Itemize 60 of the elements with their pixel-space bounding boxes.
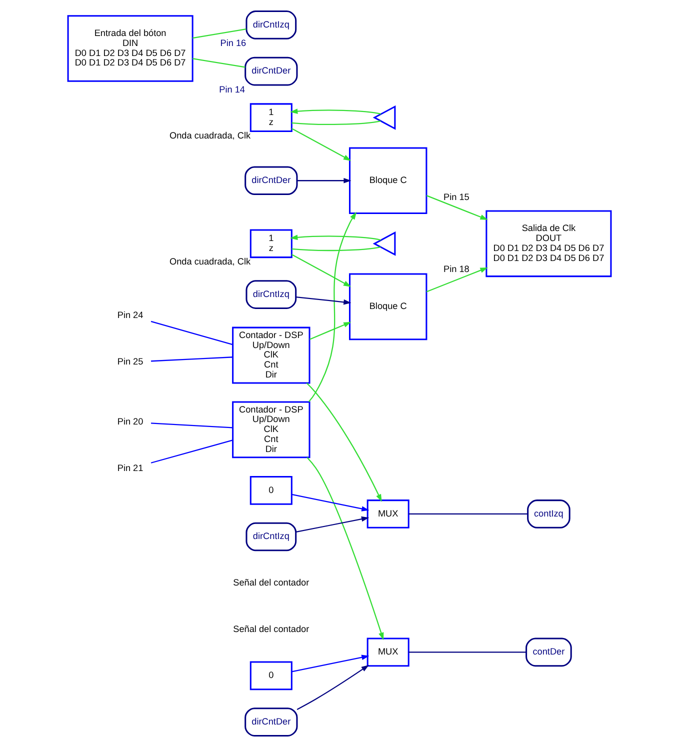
connector bbox=[150, 440, 232, 464]
arrow bbox=[290, 108, 380, 115]
node-box: MUX bbox=[366, 638, 409, 667]
node-box: dirCntIzq bbox=[245, 280, 296, 309]
node-triangle bbox=[372, 105, 396, 130]
arrow bbox=[308, 212, 356, 402]
node-box: Entrada del bóton DIN D0 D1 D2 D3 D4 D5 D6 D7 D0 D1 D2 D3 D4 D5 D6 D7 bbox=[66, 15, 193, 82]
arrow bbox=[308, 322, 351, 340]
node-box: Bloque C bbox=[348, 147, 427, 214]
connector bbox=[150, 422, 232, 428]
node-text: Pin 21 bbox=[116, 462, 143, 473]
connector bbox=[192, 28, 246, 39]
node-box: dirCntDer bbox=[244, 708, 298, 736]
node-triangle bbox=[372, 231, 396, 256]
node-box: Bloque C bbox=[348, 273, 427, 340]
connector bbox=[150, 356, 232, 362]
node-label: Pin 14 bbox=[218, 84, 244, 94]
arrow bbox=[426, 195, 488, 220]
arrow bbox=[306, 382, 382, 502]
connector bbox=[192, 58, 245, 68]
arrow bbox=[296, 296, 351, 305]
node-box: Contador - DSP Up/Down ClK Cnt Dir bbox=[232, 401, 310, 458]
node-label: Pin 16 bbox=[220, 38, 246, 48]
label: Señal del contador bbox=[232, 624, 309, 634]
arrow bbox=[290, 254, 351, 287]
node-box: dirCntDer bbox=[244, 56, 298, 86]
edge-label: Pin 18 bbox=[443, 264, 469, 274]
arrow bbox=[291, 494, 369, 512]
label: Señal del contador bbox=[232, 577, 309, 588]
arrow bbox=[296, 178, 351, 184]
arrow bbox=[426, 267, 488, 292]
node-box: dirCntDer bbox=[244, 166, 298, 196]
node-box: MUX bbox=[366, 500, 409, 528]
node-box: dirCntIzq bbox=[245, 522, 296, 552]
node-box: Salida de Clk DOUT D0 D1 D2 D3 D4 D5 D6 D7 D0 D1 D2 D3 D4 D5 D6 D7 bbox=[485, 210, 612, 278]
arrow bbox=[296, 664, 368, 710]
edge-label: Pin 15 bbox=[443, 192, 469, 202]
node-text: Pin 20 bbox=[116, 416, 143, 426]
node-box: 0 bbox=[249, 661, 292, 690]
arrow bbox=[291, 654, 369, 672]
node-label: Onda cuadrada, Clk bbox=[169, 256, 250, 267]
node-box: 1 z bbox=[249, 103, 292, 132]
node-box: contIzq bbox=[526, 500, 570, 528]
node-box: Contador - DSP Up/Down ClK Cnt Dir bbox=[232, 326, 310, 384]
connector bbox=[408, 652, 526, 653]
node-text: Pin 24 bbox=[116, 310, 143, 320]
arrow bbox=[290, 234, 380, 241]
connector bbox=[150, 320, 232, 346]
arrow bbox=[306, 457, 384, 640]
node-box: 0 bbox=[249, 476, 292, 505]
node-box: dirCntIzq bbox=[245, 10, 296, 40]
arrow bbox=[296, 516, 369, 533]
node-box: contDer bbox=[525, 638, 572, 667]
node-text: Pin 25 bbox=[116, 356, 143, 366]
node-label: Onda cuadrada, Clk bbox=[169, 130, 250, 141]
connector bbox=[408, 513, 528, 515]
arrow bbox=[290, 128, 351, 161]
connector bbox=[291, 246, 380, 252]
node-box: 1 z bbox=[249, 229, 292, 258]
connector bbox=[291, 120, 380, 125]
